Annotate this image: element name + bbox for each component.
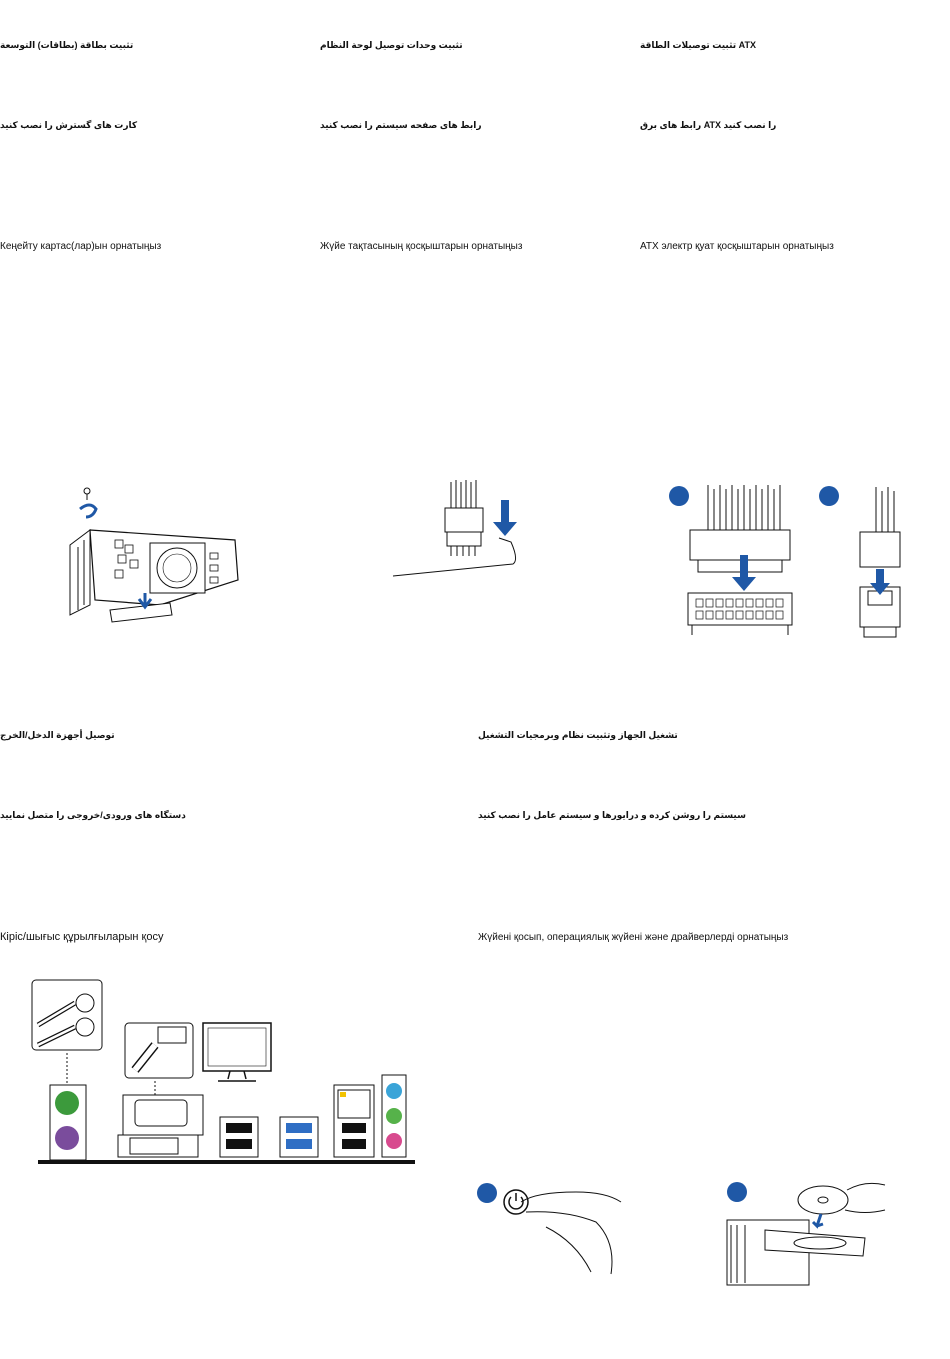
power-on-heading-kazakh: Жүйені қосып, операциялық жүйені және др… (478, 932, 789, 943)
ps2-keyboard-port (55, 1126, 79, 1150)
down-arrow-icon (732, 555, 756, 591)
down-arrow-icon (493, 500, 517, 536)
down-arrow-icon (870, 569, 890, 595)
ps2-mouse-port (55, 1091, 79, 1115)
atx-24pin-illustration (669, 485, 793, 635)
power-on-heading-persian: سیستم را روشن کرده و درایورها و سیستم عا… (478, 810, 746, 820)
power-button-icon (503, 1189, 529, 1215)
io-heading-kazakh: Кіріс/шығыс құрылғыларын қосу (0, 931, 164, 943)
usb3-port (286, 1123, 312, 1133)
rotate-arrow-icon (79, 503, 98, 519)
system-panel-heading-kazakh: Жүйе тақтасының қосқыштарын орнатыңыз (320, 241, 523, 252)
down-arrow-icon (811, 1213, 824, 1229)
audio-mic-port (386, 1133, 402, 1149)
monitor-icon (202, 1022, 272, 1082)
expansion-card-illustration (69, 487, 239, 623)
expansion-heading-persian: کارت های گسترش را نصب کنید (0, 120, 138, 130)
io-heading-persian: دستگاه های ورودی/خروجی را متصل نمایید (0, 810, 186, 820)
down-arrow-icon (137, 593, 153, 610)
io-heading-arabic: توصيل أجهزة الدخل/الخرج (0, 730, 115, 740)
screw-icon (83, 487, 91, 500)
power-on-heading-arabic: تشغيل الجهاز وتثبيت نظام وبرمجيات التشغي… (478, 730, 678, 740)
audio-line-out-port (386, 1108, 402, 1124)
panel-connector-illustration (392, 480, 517, 577)
io-panel-illustration (31, 979, 415, 1164)
usb3-port (286, 1139, 312, 1149)
expansion-heading-kazakh: Кеңейту картас(лар)ын орнатыңыз (0, 241, 162, 252)
atx-power-heading-persian: رابط های برق ATX را نصب کنید (640, 120, 777, 130)
expansion-heading-arabic: تثبيت بطاقة (بطاقات) التوسعة (0, 40, 134, 50)
optical-disc-icon (797, 1185, 849, 1215)
optical-drive-illustration (726, 1182, 886, 1286)
step-badge (477, 1183, 497, 1203)
step-badge (819, 486, 839, 506)
atx-power-heading-kazakh: ATX электр қуат қосқыштарын орнатыңыз (640, 241, 834, 252)
atx-power-heading-arabic: تثبيت توصيلات الطاقة ATX (640, 40, 757, 50)
system-panel-heading-arabic: تثبيت وحدات توصيل لوحة النظام (320, 40, 463, 50)
step-badge (669, 486, 689, 506)
atx-8pin-illustration (819, 486, 901, 638)
step-badge (727, 1182, 747, 1202)
audio-line-in-port (386, 1083, 402, 1099)
power-button-illustration (477, 1183, 622, 1275)
system-panel-heading-persian: رابط های صفحه سیستم را نصب کنید (320, 120, 482, 130)
